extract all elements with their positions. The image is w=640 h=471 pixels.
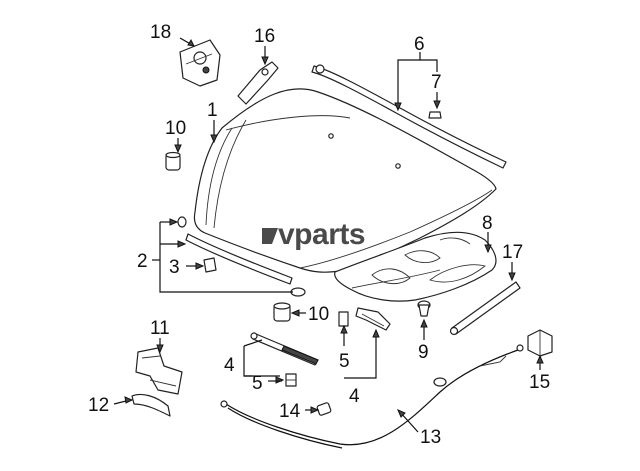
hood-lock-icon (237, 61, 279, 105)
cable-clip-icon (316, 402, 332, 416)
clip-icon (428, 111, 442, 119)
callout-13: 13 (420, 427, 441, 448)
callout-7: 7 (431, 72, 442, 93)
weatherstrip-icon (311, 64, 507, 169)
callout-6: 6 (414, 34, 425, 55)
bracket-icon (285, 373, 297, 387)
callout-4-upper: 4 (349, 386, 360, 407)
watermark-text: vparts (278, 218, 365, 251)
callout-2: 2 (137, 251, 148, 272)
leader-lines (113, 37, 544, 433)
callout-1: 1 (207, 100, 218, 121)
prop-rod-icon (449, 281, 521, 336)
seal-clip-icon (203, 257, 217, 273)
callout-18: 18 (150, 22, 171, 43)
callout-4-lower: 4 (224, 355, 235, 376)
callout-17: 17 (502, 242, 523, 263)
callout-10-lower: 10 (308, 304, 329, 325)
callout-10-upper: 10 (165, 118, 186, 139)
hood-latch-icon (179, 39, 221, 87)
callout-3: 3 (169, 257, 180, 278)
hood-strut-icon (250, 332, 319, 366)
hood-hinge-icon (355, 307, 391, 331)
hood-panel-icon (193, 88, 497, 302)
release-handle-icon (135, 347, 183, 395)
callout-15: 15 (529, 372, 550, 393)
vparts-logo-icon (262, 228, 278, 244)
callout-14: 14 (279, 401, 301, 422)
bumper-lower-icon (273, 302, 291, 322)
callout-5-upper: 5 (339, 351, 350, 372)
release-cable-icon (220, 344, 524, 449)
vparts-watermark: vparts (262, 218, 366, 251)
callout-16: 16 (254, 26, 275, 47)
bumper-icon (165, 151, 181, 171)
grommet-icon (417, 300, 431, 317)
callout-5-lower: 5 (252, 373, 263, 394)
callout-12: 12 (88, 395, 109, 416)
callout-9: 9 (418, 342, 429, 363)
callout-8: 8 (482, 213, 493, 234)
latch-assembly-icon (527, 329, 553, 357)
handle-icon (131, 393, 171, 417)
callout-labels: 1 2 3 4 4 5 5 6 7 8 9 10 10 11 12 13 14 … (88, 22, 550, 448)
bracket-upper-icon (338, 311, 349, 327)
callout-11: 11 (150, 318, 170, 339)
